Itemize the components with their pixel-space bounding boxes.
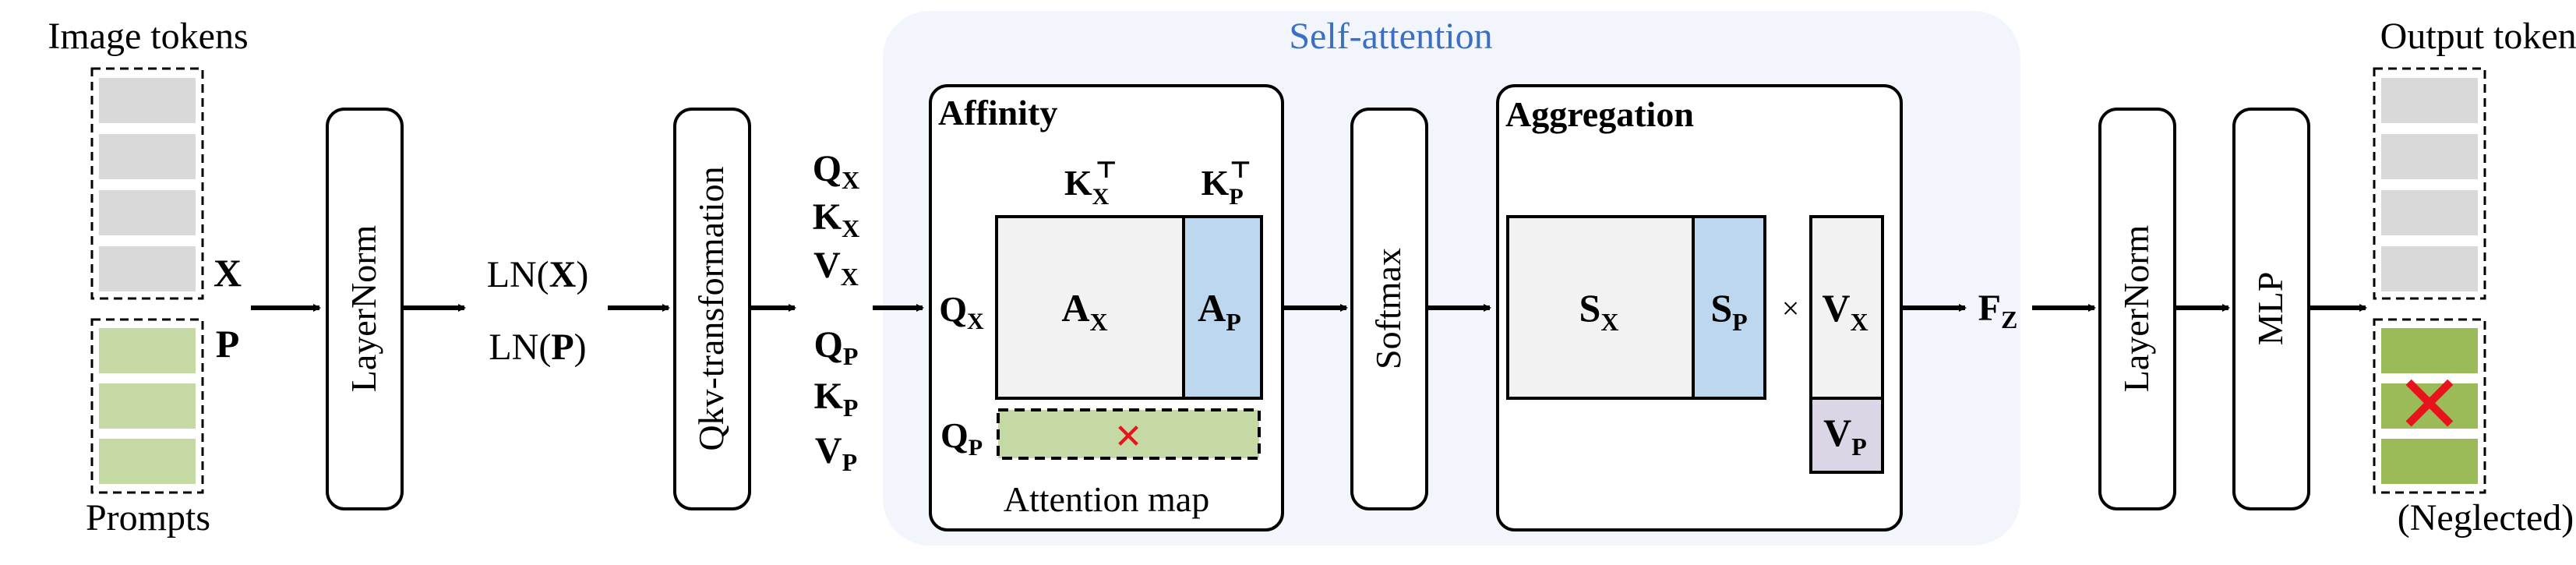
vp-symbol: VP [815,430,857,476]
output-token [2381,246,2478,291]
attention-row-cross-icon: ✕ [1114,418,1143,456]
vp-block-label: VP [1823,411,1867,461]
x-symbol: X [213,251,242,295]
image-token [99,246,196,291]
output-token [2381,78,2478,123]
qx-row-label: QX [939,289,984,334]
vx-block-label: VX [1822,286,1868,336]
neglected-token [2381,439,2478,484]
image-token [99,134,196,179]
output-token [2381,190,2478,235]
layernorm-block-1 [326,108,404,510]
output-token [2381,134,2478,179]
softmax-block [1350,108,1428,510]
vp-block [1809,397,1884,474]
p-symbol: P [216,322,240,365]
kp-transpose-label: KP⊤ [1202,157,1252,210]
neglected-label: (Neglected) [2398,497,2574,539]
sx-label: SX [1579,286,1619,336]
vx-symbol: VX [813,245,859,291]
kx-symbol: KX [813,196,859,242]
neglected-cross-icon: ✕ [2395,361,2463,450]
ap-label: AP [1198,286,1241,336]
layernorm-label-1: LayerNorm [344,225,383,393]
prompt-token [99,383,196,429]
layernorm-block-2 [2098,108,2176,510]
kp-symbol: KP [814,376,859,422]
image-token [99,190,196,235]
output-tokens-group [2373,67,2486,300]
qkv-transformation-block [673,108,751,510]
self-attention-title: Self-attention [1289,16,1492,57]
affinity-title: Affinity [938,93,1057,132]
sx-block [1506,215,1695,400]
vx-block [1809,215,1884,400]
prompt-attention-row [997,408,1261,460]
ln-x-label: LN(X) [487,254,589,295]
ln-p-label: LN(P) [489,327,586,368]
qp-row-label: QP [940,415,983,461]
neglected-tokens-group [2373,318,2486,494]
prompt-token [99,328,196,373]
prompt-tokens-group [90,318,204,494]
prompts-label: Prompts [86,497,210,539]
fz-symbol: FZ [1978,288,2018,334]
ax-label: AX [1061,286,1107,336]
image-tokens-group [90,67,204,300]
softmax-label: Softmax [1368,248,1408,369]
image-token [99,78,196,123]
layernorm-label-2: LayerNorm [2116,225,2156,393]
output-tokens-label: Output tokens [2380,16,2576,57]
qx-symbol: QX [813,148,859,194]
mlp-block [2232,108,2310,510]
qkv-transformation-label: Qkv-transformation [691,166,731,450]
aggregation-title: Aggregation [1505,94,1694,134]
sp-block [1692,215,1766,400]
ap-block [1182,215,1263,400]
attention-map-label: Attention map [1004,479,1209,519]
mlp-label: MLP [2250,272,2290,346]
prompt-token [99,439,196,484]
neglected-token [2381,328,2478,373]
kx-transpose-label: KX⊤ [1064,157,1117,210]
sp-label: SP [1710,286,1747,336]
neglected-token [2381,383,2478,429]
qp-symbol: QP [814,324,859,370]
multiply-symbol: × [1782,291,1800,326]
image-tokens-label: Image tokens [48,16,248,57]
